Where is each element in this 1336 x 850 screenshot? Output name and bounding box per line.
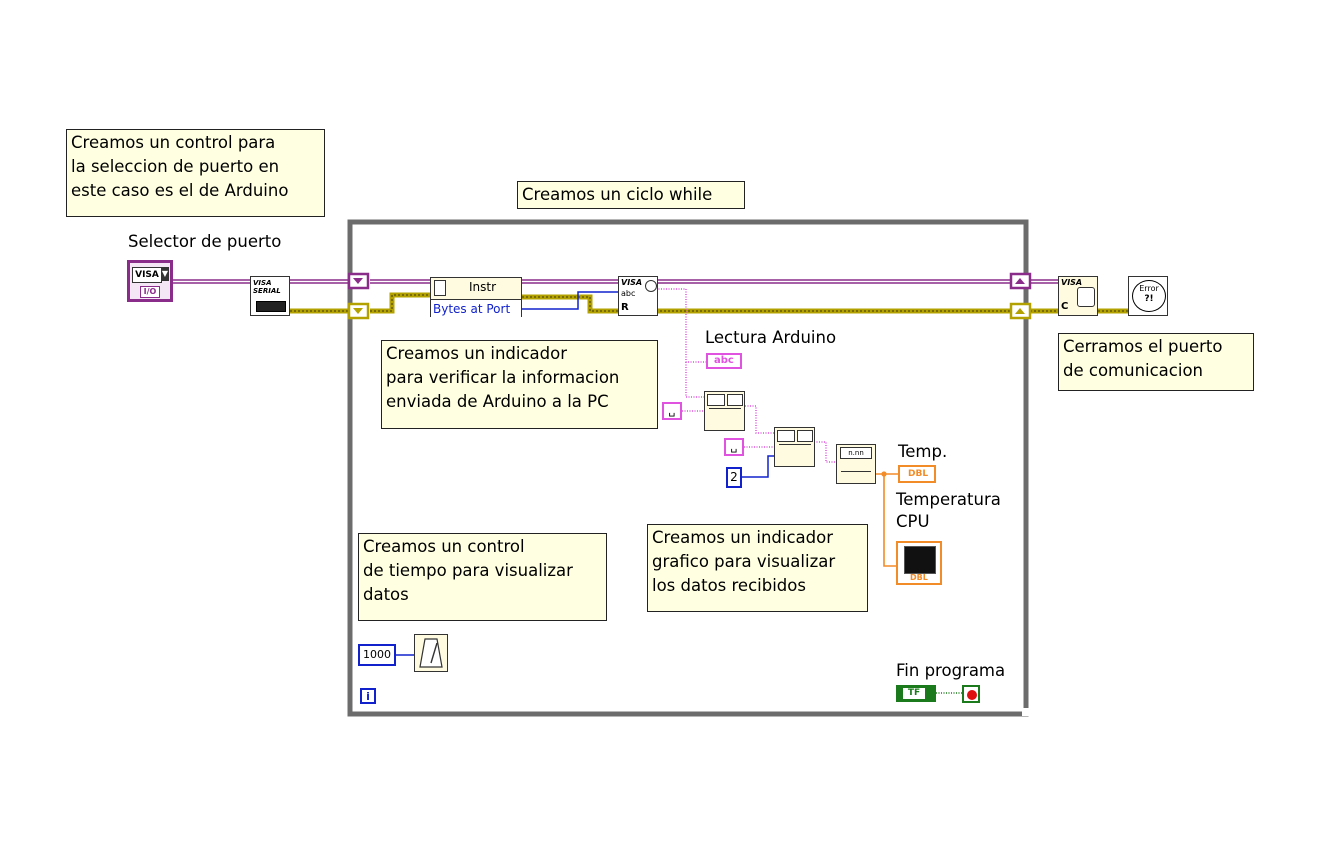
- visa-close-node[interactable]: VISA C: [1058, 276, 1098, 316]
- byte-count-wire: [522, 291, 618, 310]
- comment-read-indicator: Creamos un indicador para verificar la i…: [381, 340, 658, 429]
- scan-string-node-2[interactable]: [774, 427, 815, 467]
- string-to-number-node[interactable]: n.nn: [836, 444, 876, 484]
- index-constant[interactable]: 2: [726, 467, 742, 488]
- error-bubble-icon: Error ?!: [1132, 280, 1166, 312]
- temperature-chart-indicator[interactable]: DBL: [896, 541, 942, 585]
- stop-bool-type: TF: [903, 688, 925, 699]
- label-arduino-read: Lectura Arduino: [705, 328, 837, 347]
- property-node[interactable]: Instr Bytes at Port: [430, 277, 522, 317]
- serial-port-icon: [256, 301, 286, 312]
- number-format-label: n.nn: [840, 447, 872, 459]
- visa-close-c: C: [1061, 301, 1069, 312]
- scan-1-abc-icon-2: [727, 394, 743, 406]
- comment-while-loop: Creamos un ciclo while: [517, 181, 745, 209]
- shift-register-right[interactable]: [1009, 272, 1032, 320]
- wait-ms-value: 1000: [363, 648, 391, 661]
- string-wires: [656, 288, 774, 448]
- label-temp: Temp.: [898, 442, 948, 461]
- visa-close-title: VISA: [1061, 278, 1083, 287]
- chart-icon: [904, 546, 936, 574]
- scan-1-abc-icon: [707, 394, 725, 406]
- loop-stop-terminal[interactable]: [962, 685, 980, 703]
- stop-boolean-control[interactable]: TF: [896, 685, 936, 702]
- dbl-wire: [876, 473, 900, 567]
- visa-read-abc: abc: [621, 289, 636, 298]
- dropdown-arrow-icon[interactable]: ▼: [161, 267, 169, 281]
- comment-close-port: Cerramos el puerto de comunicacion: [1058, 333, 1254, 391]
- temp-dbl-indicator[interactable]: DBL: [898, 465, 936, 483]
- error-cluster-wire: [290, 292, 1128, 314]
- iteration-terminal: i: [360, 688, 376, 704]
- serial-config-title: VISA SERIAL: [253, 279, 281, 295]
- visa-resource-wire: [168, 279, 1058, 284]
- visa-read-r: R: [621, 302, 629, 313]
- scan-string-node-1[interactable]: [704, 391, 745, 431]
- comment-graph-indicator: Creamos un indicador grafico para visual…: [647, 524, 868, 612]
- index-wire: [740, 455, 774, 478]
- error-handler-node[interactable]: Error ?!: [1128, 276, 1168, 316]
- while-loop-frame[interactable]: [347, 219, 1029, 717]
- visa-read-title: VISA: [621, 278, 643, 287]
- temp-dbl-type: DBL: [908, 469, 929, 479]
- metronome-icon: [419, 638, 443, 668]
- class-icon: [434, 280, 446, 296]
- label-port-selector: Selector de puerto: [128, 232, 282, 251]
- scan-2-abc-icon: [777, 430, 795, 442]
- comment-timing-control: Creamos un control de tiempo para visual…: [358, 533, 607, 621]
- property-class-label: Instr: [469, 280, 497, 294]
- scan-1-arrow-icon: [709, 408, 741, 409]
- property-bytes-label: Bytes at Port: [431, 299, 521, 317]
- visa-control-name: VISA: [132, 267, 162, 283]
- visa-resource-control[interactable]: VISA ▼ I/O: [127, 260, 173, 302]
- visa-control-io: I/O: [140, 286, 160, 298]
- scan-2-arrow-icon: [779, 444, 811, 445]
- delimiter-1-text: ␣: [668, 404, 676, 417]
- label-end-program: Fin programa: [896, 661, 1006, 680]
- index-constant-value: 2: [730, 470, 738, 484]
- label-cpu-temp: Temperatura CPU: [896, 490, 1001, 531]
- wait-ms-constant[interactable]: 1000: [358, 644, 396, 666]
- string-indicator-type: abc: [714, 355, 734, 366]
- chart-dbl-type: DBL: [910, 573, 928, 582]
- string-indicator[interactable]: abc: [706, 353, 742, 369]
- shift-register-left[interactable]: [347, 272, 370, 320]
- scan-2-abc-icon-2: [797, 430, 813, 442]
- clock-icon: [645, 280, 657, 292]
- hand-icon: [1077, 287, 1095, 307]
- delimiter-constant-1[interactable]: ␣: [662, 402, 682, 420]
- error-sub: ?!: [1144, 294, 1154, 304]
- visa-read-node[interactable]: VISA abc R: [618, 276, 658, 316]
- stop-sign-icon: [967, 690, 977, 700]
- iteration-label: i: [366, 690, 370, 703]
- convert-arrow-icon: [841, 471, 871, 472]
- visa-serial-config-node[interactable]: VISA SERIAL: [250, 276, 290, 316]
- number-string-wire: [814, 441, 836, 463]
- delimiter-constant-2[interactable]: ␣: [724, 438, 744, 456]
- error-title: Error: [1139, 284, 1159, 293]
- comment-port-control: Creamos un control para la seleccion de …: [66, 129, 325, 217]
- delimiter-2-text: ␣: [730, 440, 738, 453]
- wait-metronome-node[interactable]: [414, 634, 448, 672]
